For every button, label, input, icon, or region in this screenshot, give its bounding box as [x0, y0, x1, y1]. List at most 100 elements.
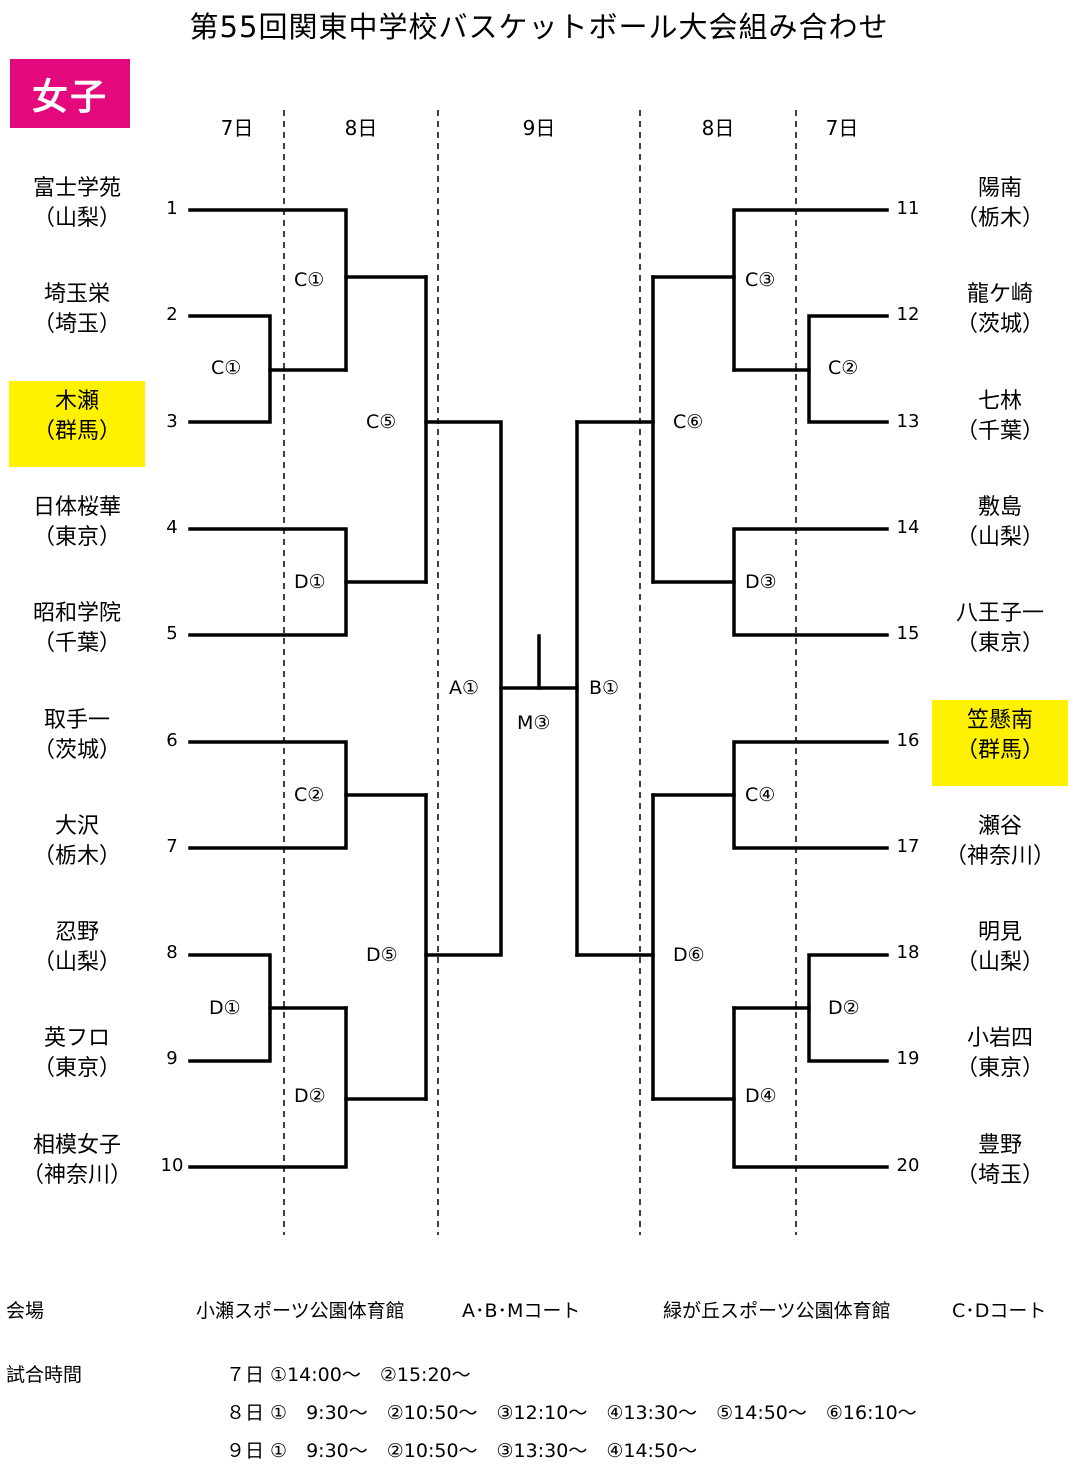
team-prefecture: （神奈川）	[944, 843, 1055, 869]
team-name: 瀬谷	[977, 813, 1022, 839]
team-entry: 八王子一 （東京）	[932, 599, 1068, 685]
bracket-line	[188, 1006, 348, 1169]
team-name: 明見	[977, 920, 1022, 946]
team-entry: 忍野 （山梨）	[9, 918, 145, 1004]
seed-number: 20	[896, 1154, 920, 1176]
seed-number: 18	[896, 942, 920, 964]
team-entry: 英フロ（東京）	[9, 1024, 145, 1110]
team-prefecture: （東京）	[955, 1056, 1044, 1082]
day-header: 8日	[701, 116, 735, 140]
team-name: 七林	[977, 388, 1022, 414]
team-name: 豊野	[977, 1132, 1022, 1158]
team-prefecture: （千葉）	[955, 418, 1044, 444]
team-entry: 埼玉栄 （埼玉）	[9, 280, 145, 366]
team-name: 小岩四	[966, 1026, 1033, 1052]
seed-number: 14	[896, 516, 920, 538]
category-badge: 女子	[10, 59, 130, 128]
team-entry: 龍ケ崎（茨城）	[932, 280, 1068, 366]
team-name: 木瀬	[54, 388, 99, 414]
team-entry: 明見 （山梨）	[932, 918, 1068, 1004]
team-prefecture: （群馬）	[32, 418, 121, 444]
schedule-label: 試合時間	[6, 1364, 83, 1386]
team-prefecture: （東京）	[32, 1056, 121, 1082]
seed-number: 11	[896, 198, 920, 219]
team-entry: 陽南 （栃木）	[932, 174, 1068, 260]
team-name: 忍野	[54, 920, 99, 946]
team-prefecture: （群馬）	[955, 737, 1044, 763]
team-name: 富士学苑	[32, 176, 121, 201]
day-header: 9日	[522, 116, 556, 140]
match-label: C④	[745, 784, 776, 806]
team-name: 八王子一	[955, 601, 1044, 627]
team-prefecture: （東京）	[955, 631, 1044, 657]
seed-number: 9	[166, 1048, 178, 1070]
team-entry: 瀬谷 （神奈川）	[932, 812, 1068, 898]
seed-number: 13	[896, 410, 920, 432]
team-entry: 富士学苑 （山梨）	[9, 174, 145, 260]
venue-label: 会場	[6, 1300, 45, 1322]
team-entry: 小岩四 （東京）	[932, 1024, 1068, 1110]
venue-name: 小瀬スポーツ公園体育館	[196, 1300, 405, 1322]
team-prefecture: （千葉）	[32, 631, 121, 657]
team-entry: 取手一（茨城）	[9, 706, 145, 792]
team-name: 相模女子	[32, 1132, 121, 1158]
match-label: B①	[589, 677, 620, 699]
seed-number: 17	[896, 835, 920, 857]
team-prefecture: （栃木）	[955, 206, 1044, 231]
bracket-line	[732, 1006, 889, 1169]
team-entry: 豊野（埼玉）	[932, 1131, 1068, 1217]
venue-courts: C･Dコート	[952, 1300, 1047, 1322]
team-name: 埼玉栄	[43, 282, 110, 308]
schedule-row: ９日 ① 9:30～ ②10:50～ ③13:30～ ④14:50～	[226, 1440, 698, 1462]
match-label: C①	[294, 269, 325, 291]
seed-number: 3	[166, 410, 178, 432]
seed-number: 6	[166, 729, 178, 751]
team-prefecture: （埼玉）	[32, 312, 121, 338]
match-label: M③	[517, 712, 551, 734]
team-entry: 笠懸南（群馬）	[932, 699, 1068, 786]
team-prefecture: （山梨）	[32, 950, 121, 976]
day-header: 7日	[220, 116, 254, 140]
seed-number: 15	[896, 623, 920, 645]
match-label: C③	[745, 269, 776, 291]
match-label: C②	[294, 784, 325, 806]
team-entry: 大沢 （栃木）	[9, 812, 145, 898]
seed-number: 7	[166, 835, 178, 857]
team-name: 日体桜華	[32, 494, 121, 520]
team-name: 龍ケ崎	[966, 282, 1033, 308]
team-prefecture: （神奈川）	[21, 1162, 132, 1188]
team-name: 昭和学院	[32, 601, 121, 627]
team-prefecture: （山梨）	[955, 524, 1044, 550]
match-label: C⑤	[366, 411, 397, 433]
match-label: C②	[828, 357, 859, 379]
team-entry: 木瀬 （群馬）	[9, 380, 145, 467]
seed-number: 1	[166, 198, 178, 219]
day-header: 7日	[825, 116, 859, 140]
team-entry: 七林 （千葉）	[932, 387, 1068, 473]
venue-courts: A･B･Mコート	[462, 1300, 581, 1322]
seed-number: 2	[166, 304, 178, 326]
team-name: 陽南	[977, 176, 1022, 201]
day-header: 8日	[344, 116, 378, 140]
team-name: 大沢	[54, 813, 99, 839]
match-label: C⑥	[673, 411, 704, 433]
team-entry: 日体桜華 （東京）	[9, 493, 145, 579]
page-title: 第55回関東中学校バスケットボール大会組み合わせ	[189, 10, 889, 44]
team-prefecture: （栃木）	[32, 843, 121, 869]
schedule-row: ７日 ①14:00～ ②15:20～	[226, 1364, 471, 1386]
seed-number: 10	[160, 1154, 184, 1176]
seed-number: 8	[166, 942, 178, 964]
team-prefecture: （山梨）	[955, 950, 1044, 976]
team-entry: 昭和学院 （千葉）	[9, 599, 145, 685]
team-prefecture: （山梨）	[32, 206, 121, 231]
match-label: D③	[745, 571, 777, 593]
venue-name: 緑が丘スポーツ公園体育館	[663, 1300, 891, 1322]
team-prefecture: （東京）	[32, 524, 121, 550]
match-label: D④	[745, 1085, 777, 1107]
match-label: D①	[294, 571, 326, 593]
team-prefecture: （茨城）	[32, 737, 121, 763]
seed-number: 5	[166, 623, 178, 645]
match-label: A①	[449, 677, 480, 699]
match-label: D⑥	[673, 944, 705, 966]
team-entry: 相模女子 （神奈川）	[9, 1131, 145, 1217]
